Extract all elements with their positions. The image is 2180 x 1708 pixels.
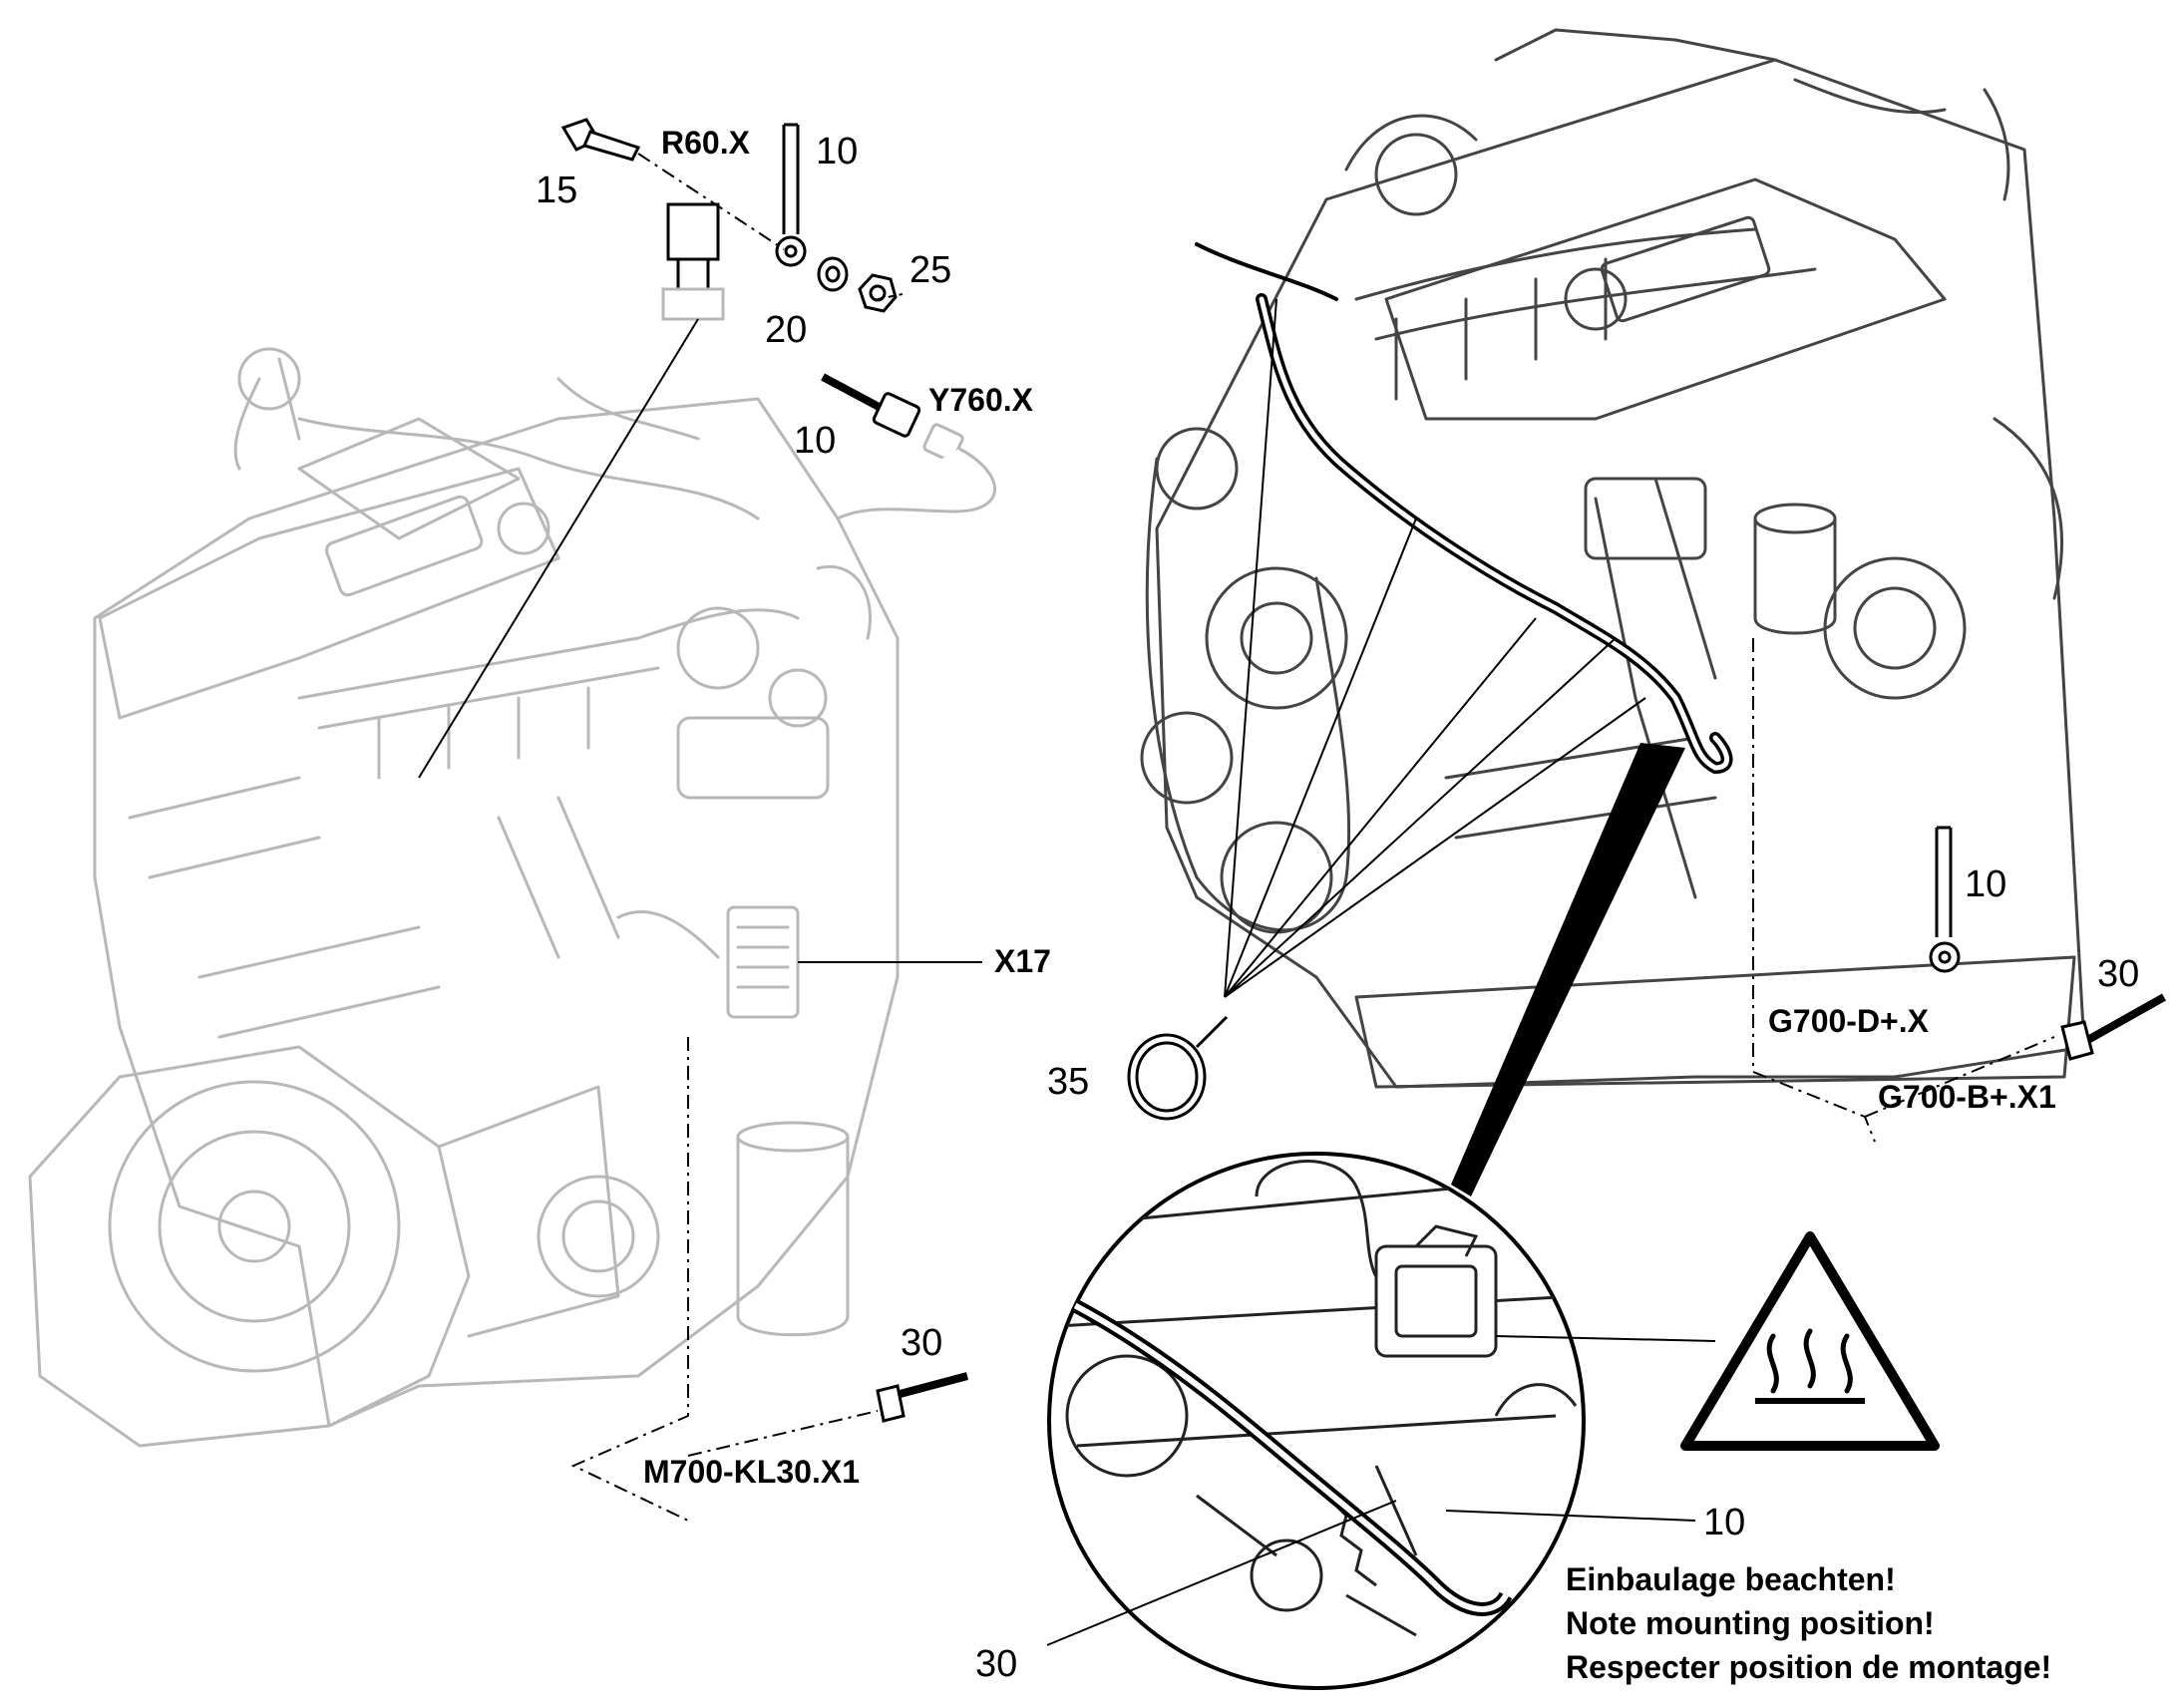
hot-surface-warning-icon [1680, 1231, 1940, 1451]
cable-lug-10-part [775, 123, 807, 267]
connector-label-r60: R60.X [661, 125, 750, 161]
callout-35: 35 [1047, 1061, 1090, 1103]
callout-30-left: 30 [901, 1322, 943, 1364]
plug-y760-part [821, 373, 996, 520]
right-engine-illustration [1140, 28, 2086, 1089]
callout-10-plug: 10 [794, 420, 837, 462]
callout-30-detail: 30 [975, 1643, 1018, 1685]
cable-lug-10-right-part [1929, 826, 1961, 973]
note-german: Einbaulage beachten! [1566, 1561, 1896, 1597]
connector-label-m700: M700-KL30.X1 [643, 1454, 860, 1490]
callout-30-right: 30 [2097, 953, 2140, 995]
left-engine-illustration [28, 347, 900, 1448]
washer-20-part [817, 256, 849, 292]
bolt-15-part [560, 118, 641, 162]
connector-label-g700-d: G700-D+.X [1768, 1003, 1929, 1039]
callout-10-right: 10 [1965, 863, 2007, 905]
note-english: Note mounting position! [1566, 1605, 1935, 1641]
connector-30-left-part [876, 1372, 969, 1423]
connector-label-g700-b: G700-B+.X1 [1878, 1079, 2056, 1115]
connector-30-right-part [2060, 993, 2166, 1061]
connector-label-y760: Y760.X [928, 382, 1033, 418]
clip-35-part [1127, 1015, 1229, 1121]
callout-15: 15 [536, 170, 578, 211]
callout-10-bolt: 10 [816, 131, 859, 172]
note-french: Respecter position de montage! [1566, 1649, 2052, 1685]
nut-25-part [858, 273, 898, 313]
detail-magnifier [1046, 1152, 1716, 1690]
callout-25: 25 [909, 249, 952, 291]
callout-10-detail: 10 [1703, 1502, 1746, 1543]
sensor-r60-part [661, 202, 725, 321]
connector-label-x17: X17 [994, 943, 1051, 979]
cable-harness-highlight [1195, 242, 1733, 775]
left-leader-lines [418, 153, 982, 1522]
callout-20: 20 [765, 309, 808, 351]
detail-pointer [1451, 743, 1685, 1196]
right-leader-lines [1224, 298, 2055, 1143]
